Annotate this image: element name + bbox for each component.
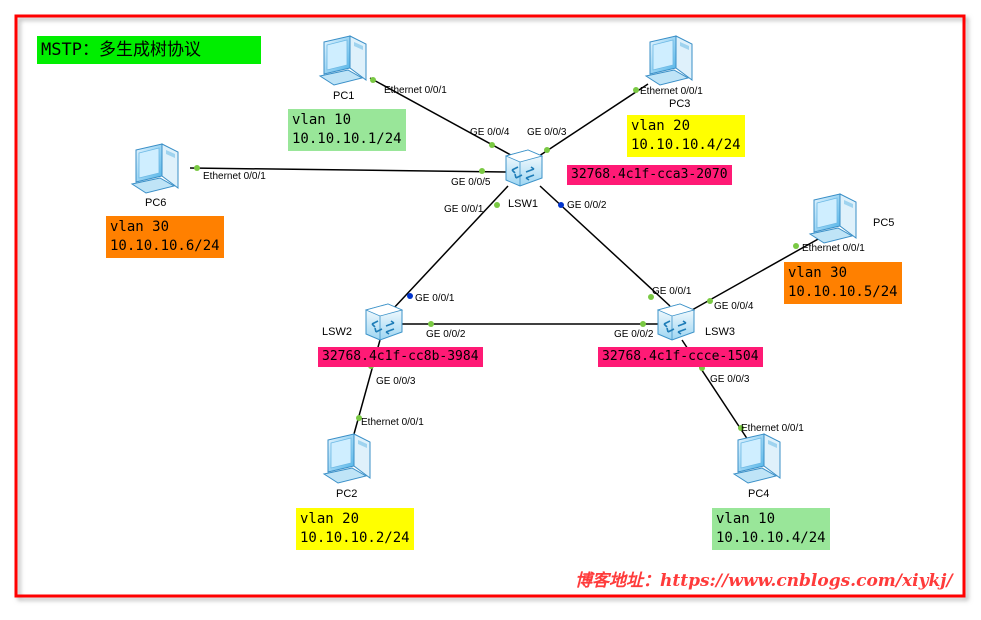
lsw2-switch-icon[interactable] bbox=[365, 303, 403, 341]
port-label: Ethernet 0/0/1 bbox=[802, 243, 865, 254]
vlan-label: vlan 10 bbox=[292, 112, 352, 128]
lsw2-name: LSW2 bbox=[322, 326, 352, 338]
lsw3-switch-icon[interactable] bbox=[657, 303, 695, 341]
pc6-icon[interactable] bbox=[131, 143, 179, 194]
port-label: GE 0/0/4 bbox=[470, 127, 510, 138]
pc2-name: PC2 bbox=[336, 488, 357, 500]
port-dot bbox=[489, 142, 495, 148]
pc2-icon[interactable] bbox=[323, 433, 371, 484]
pc1-icon[interactable] bbox=[319, 35, 367, 86]
pc5-name: PC5 bbox=[873, 217, 894, 229]
port-label: GE 0/0/4 bbox=[714, 301, 754, 312]
vlan-label: vlan 30 bbox=[110, 219, 170, 235]
link-pc5-lsw3 bbox=[691, 237, 821, 311]
port-dot bbox=[494, 202, 500, 208]
lsw1-name: LSW1 bbox=[508, 198, 538, 210]
port-dot bbox=[428, 321, 434, 327]
ip-label: 10.10.10.4/24 bbox=[716, 530, 826, 546]
vlan-label: vlan 30 bbox=[788, 265, 848, 281]
pc2-info-box: vlan 20 10.10.10.2/24 bbox=[296, 508, 414, 550]
lsw3-name: LSW3 bbox=[705, 326, 735, 338]
ip-label: 10.10.10.4/24 bbox=[631, 137, 741, 153]
port-dot bbox=[633, 87, 639, 93]
port-dot bbox=[370, 77, 376, 83]
port-label: Ethernet 0/0/1 bbox=[203, 171, 266, 182]
pc3-info-box: vlan 20 10.10.10.4/24 bbox=[627, 115, 745, 157]
pc4-name: PC4 bbox=[748, 488, 769, 500]
ip-label: 10.10.10.6/24 bbox=[110, 238, 220, 254]
port-label: GE 0/0/3 bbox=[527, 127, 567, 138]
lsw3-bridge-id: 32768.4c1f-ccce-1504 bbox=[598, 347, 763, 367]
port-label: GE 0/0/2 bbox=[426, 329, 466, 340]
port-label: GE 0/0/1 bbox=[444, 204, 484, 215]
port-label: Ethernet 0/0/1 bbox=[361, 417, 424, 428]
pc3-icon[interactable] bbox=[645, 35, 693, 86]
ip-label: 10.10.10.1/24 bbox=[292, 131, 402, 147]
diagram-frame bbox=[14, 14, 966, 598]
page-title: MSTP：多生成树协议 bbox=[37, 36, 261, 64]
pc1-info-box: vlan 10 10.10.10.1/24 bbox=[288, 109, 406, 151]
port-dot-blocked bbox=[407, 293, 413, 299]
pc3-name: PC3 bbox=[669, 98, 690, 110]
blog-address: 博客地址：https://www.cnblogs.com/xiykj/ bbox=[575, 571, 953, 591]
lsw1-switch-icon[interactable] bbox=[505, 149, 543, 187]
port-dot bbox=[356, 415, 362, 421]
port-label: Ethernet 0/0/1 bbox=[741, 423, 804, 434]
port-label: GE 0/0/5 bbox=[451, 177, 491, 188]
pc4-info-box: vlan 10 10.10.10.4/24 bbox=[712, 508, 830, 550]
port-dot bbox=[640, 321, 646, 327]
lsw1-bridge-id: 32768.4c1f-cca3-2070 bbox=[567, 165, 732, 185]
pc4-icon[interactable] bbox=[733, 433, 781, 484]
vlan-label: vlan 20 bbox=[631, 118, 691, 134]
port-dot bbox=[648, 294, 654, 300]
pc6-info-box: vlan 30 10.10.10.6/24 bbox=[106, 216, 224, 258]
port-dot-blocked bbox=[558, 202, 564, 208]
pc5-info-box: vlan 30 10.10.10.5/24 bbox=[784, 262, 902, 304]
link-lsw1-lsw2 bbox=[391, 185, 509, 311]
pc1-name: PC1 bbox=[333, 90, 354, 102]
ip-label: 10.10.10.5/24 bbox=[788, 284, 898, 300]
port-label: GE 0/0/3 bbox=[710, 374, 750, 385]
ip-label: 10.10.10.2/24 bbox=[300, 530, 410, 546]
port-label: GE 0/0/3 bbox=[376, 376, 416, 387]
port-dot bbox=[194, 165, 200, 171]
port-dot bbox=[544, 147, 550, 153]
port-label: GE 0/0/1 bbox=[415, 293, 455, 304]
pc6-name: PC6 bbox=[145, 197, 166, 209]
link-pc6-lsw1 bbox=[189, 167, 507, 173]
port-label: GE 0/0/2 bbox=[614, 329, 654, 340]
port-label: Ethernet 0/0/1 bbox=[384, 85, 447, 96]
vlan-label: vlan 20 bbox=[300, 511, 360, 527]
port-label: Ethernet 0/0/1 bbox=[640, 86, 703, 97]
port-dot bbox=[738, 425, 744, 431]
pc5-icon[interactable] bbox=[809, 193, 857, 244]
port-label: GE 0/0/1 bbox=[652, 286, 692, 297]
link-pc3-lsw1 bbox=[535, 83, 649, 159]
lsw2-bridge-id: 32768.4c1f-cc8b-3984 bbox=[318, 347, 483, 367]
vlan-label: vlan 10 bbox=[716, 511, 776, 527]
port-label: GE 0/0/2 bbox=[567, 200, 607, 211]
port-dot bbox=[479, 168, 485, 174]
port-dot bbox=[793, 243, 799, 249]
link-pc1-lsw1 bbox=[369, 77, 521, 161]
port-dot bbox=[707, 298, 713, 304]
